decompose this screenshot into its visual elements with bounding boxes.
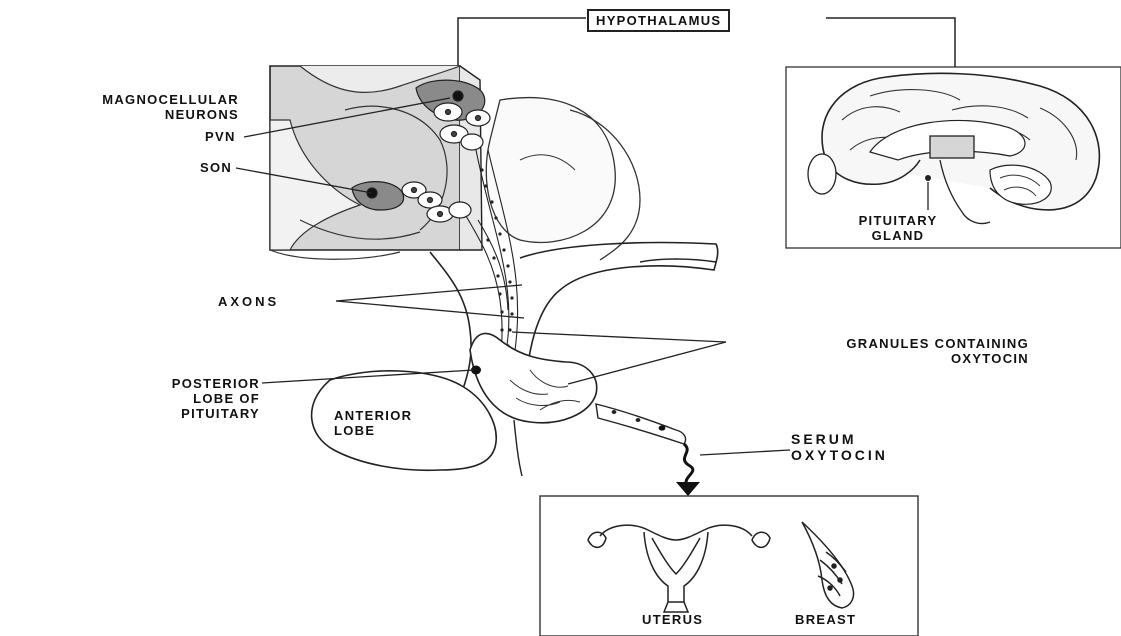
- pvn-label: PVN: [205, 129, 236, 144]
- target-organs-box: [540, 496, 918, 636]
- axons-label: AXONS: [218, 294, 279, 309]
- release-arrow: [676, 444, 700, 496]
- magnocellular-line2: NEURONS: [9, 107, 239, 122]
- breast-label: BREAST: [795, 612, 856, 627]
- magnocellular-line1: MAGNOCELLULAR: [9, 92, 239, 107]
- anterior-line2: LOBE: [334, 423, 412, 438]
- pituitary-gland-label: PITUITARY GLAND: [838, 213, 958, 243]
- serum-oxytocin-label: SERUM OXYTOCIN: [791, 431, 888, 463]
- magnocellular-neurons-label: MAGNOCELLULAR NEURONS: [9, 92, 239, 122]
- posterior-line3: PITUITARY: [60, 406, 260, 421]
- posterior-lobe-label: POSTERIOR LOBE OF PITUITARY: [60, 376, 260, 421]
- uterus-label: UTERUS: [642, 612, 703, 627]
- granules-line2: OXYTOCIN: [726, 351, 1029, 366]
- posterior-line1: POSTERIOR: [60, 376, 260, 391]
- posterior-line2: LOBE OF: [60, 391, 260, 406]
- serum-line1: SERUM: [791, 431, 888, 447]
- anterior-line1: ANTERIOR: [334, 408, 412, 423]
- anterior-lobe-label: ANTERIOR LOBE: [334, 408, 412, 438]
- granules-line1: GRANULES CONTAINING: [726, 336, 1029, 351]
- capillary-vessel: [596, 404, 686, 444]
- pituitary-line1: PITUITARY: [838, 213, 958, 228]
- son-label: SON: [200, 160, 232, 175]
- pituitary-line2: GLAND: [838, 228, 958, 243]
- granules-label: GRANULES CONTAINING OXYTOCIN: [726, 336, 1029, 366]
- hypothalamus-label: HYPOTHALAMUS: [587, 9, 730, 32]
- serum-line2: OXYTOCIN: [791, 447, 888, 463]
